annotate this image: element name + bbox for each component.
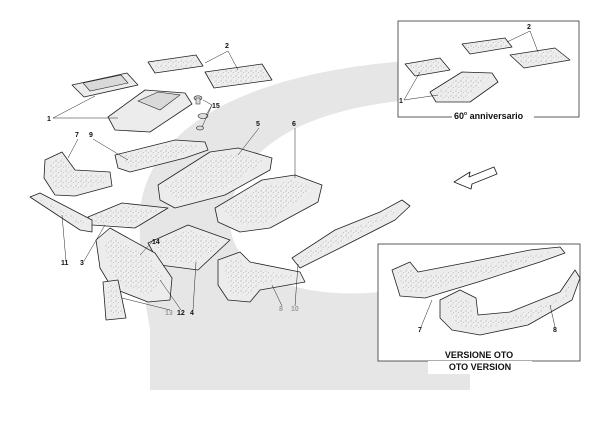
callout-6: 6 [292,121,296,128]
callout-12: 12 [177,310,185,317]
tunnel-carpet [114,139,209,173]
sill-panel-right [217,251,306,303]
callout-5: 5 [256,121,260,128]
side-trim-left [43,151,113,197]
direction-arrow [453,166,498,190]
callout-9: 9 [89,132,93,139]
callout-3: 3 [80,260,84,267]
inset-oto-version: 7 8 VERSIONE OTO OTO VERSION [377,243,581,374]
fastener-clip [193,95,209,131]
callout-11: 11 [61,260,69,267]
callout-13: 13 [165,310,173,317]
inset-anniversary: 2 1 60o anniversario [397,20,580,122]
sill-strip-left [29,192,93,233]
inset-callout-1: 1 [399,98,403,105]
inset-oto-caption-2: OTO VERSION [449,362,511,372]
callout-4: 4 [190,310,194,317]
sill-strip-right [291,199,411,269]
callout-2: 2 [225,43,229,50]
inset-oto-callout-8: 8 [553,327,557,334]
inset-callout-2: 2 [527,24,531,31]
bulkhead-panel [95,227,173,321]
inset-oto-callout-7: 7 [418,327,422,334]
floor-mat-front-left [71,72,139,98]
callout-labels: 2 1 15 7 9 5 6 11 3 14 13 12 4 8 10 [47,43,299,317]
floor-mat-rear-right [204,63,273,89]
callout-8: 8 [279,306,283,313]
callout-7: 7 [75,132,79,139]
inset-oto-caption-1: VERSIONE OTO [445,350,513,360]
callout-1: 1 [47,116,51,123]
callout-10: 10 [291,306,299,313]
floor-mat-footwell [147,224,231,271]
floor-mat-rear-left [147,54,204,74]
inset-anniversary-caption: 60o anniversario [454,111,524,121]
floor-carpet-main [157,147,273,209]
callout-15: 15 [212,103,220,110]
floor-carpet-rear [214,174,323,233]
callout-14: 14 [152,239,160,246]
floor-mat-front-right [107,89,193,133]
